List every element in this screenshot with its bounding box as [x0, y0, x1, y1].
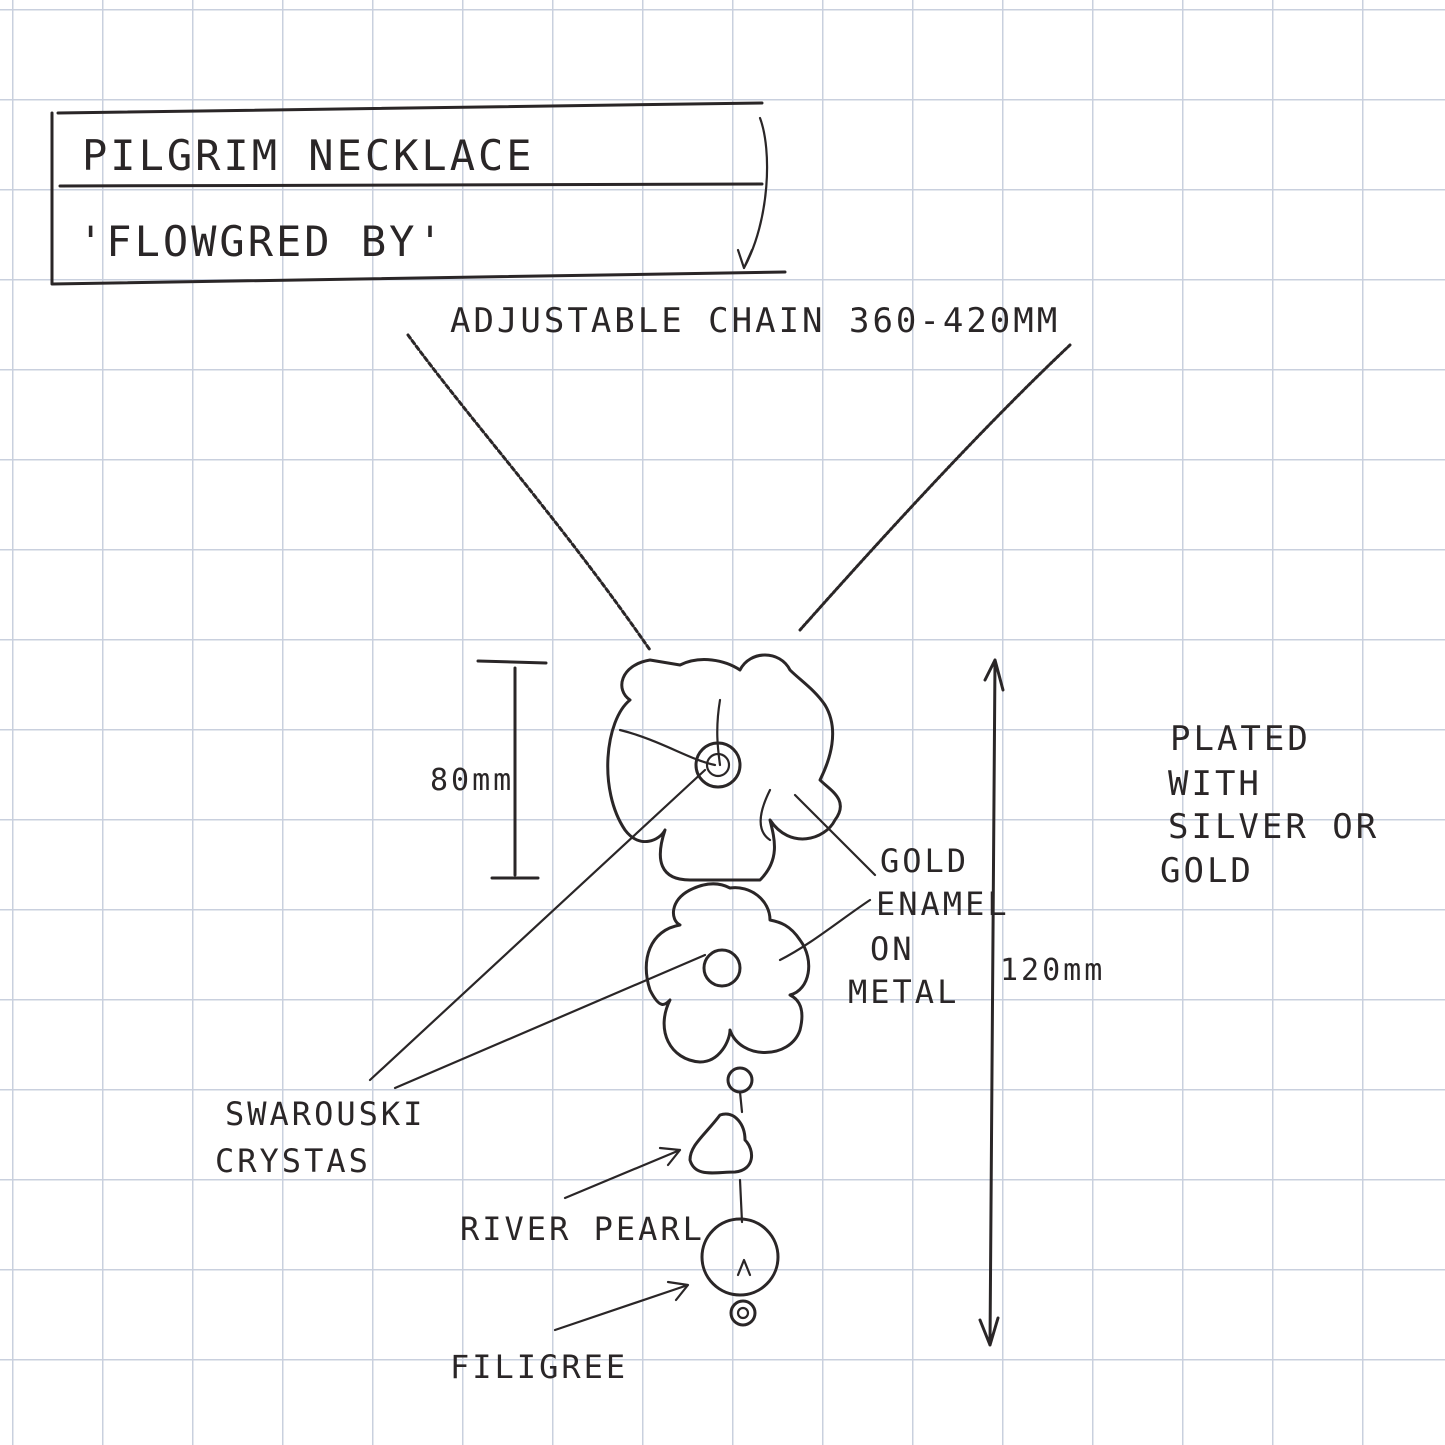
plating-note: PLATED WITH SILVER OR GOLD	[1160, 719, 1379, 891]
svg-text:PLATED: PLATED	[1170, 719, 1311, 759]
filigree-arrow	[553, 1280, 690, 1332]
svg-text:ENAMEL: ENAMEL	[876, 885, 1010, 923]
svg-text:ON: ON	[870, 930, 915, 968]
total-length-label: 120mm	[1000, 953, 1105, 988]
subtitle-text: 'FLOWGRED BY'	[78, 217, 446, 266]
chain-left	[406, 333, 652, 652]
svg-text:GOLD: GOLD	[880, 842, 969, 880]
chain-right	[798, 343, 1072, 632]
drop-bead	[729, 1299, 757, 1327]
filigree-label: FILIGREE	[450, 1348, 628, 1386]
crystals-label-2: CRYSTAS	[215, 1142, 371, 1180]
crystal-leader-lines	[368, 768, 707, 1090]
enamel-note: GOLD ENAMEL ON METAL	[778, 793, 1010, 1011]
link-bead	[726, 1066, 754, 1094]
dimension-80mm	[476, 659, 548, 880]
svg-text:GOLD: GOLD	[1160, 851, 1254, 891]
lower-flower	[644, 882, 811, 1064]
river-pearl-shape	[688, 1112, 754, 1175]
pearl-arrow	[563, 1146, 682, 1200]
filigree-ball	[700, 1217, 780, 1297]
flower-size-label: 80mm	[430, 763, 514, 798]
crystals-label-1: SWAROUSKI	[225, 1095, 425, 1133]
title-block: PILGRIM NECKLACE 'FLOWGRED BY'	[50, 101, 787, 286]
pearl-label: RIVER PEARL	[460, 1210, 705, 1248]
svg-text:METAL: METAL	[848, 973, 959, 1011]
title-text: PILGRIM NECKLACE	[82, 131, 535, 180]
chain-label: ADJUSTABLE CHAIN 360-420MM	[450, 301, 1060, 341]
upper-flower	[606, 653, 842, 882]
dimension-120mm	[978, 658, 1005, 1347]
svg-text:SILVER OR: SILVER OR	[1168, 807, 1379, 847]
svg-text:WITH: WITH	[1168, 764, 1262, 804]
